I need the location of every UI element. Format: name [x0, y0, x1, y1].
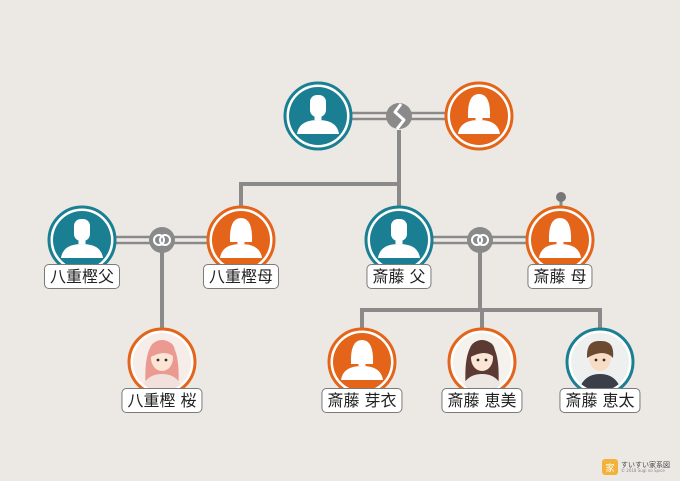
relation-symbols — [149, 103, 566, 253]
person-saito-father[interactable] — [364, 205, 434, 275]
watermark-logo: 家 — [602, 459, 618, 475]
portrait-illustration — [133, 333, 191, 391]
person-yaegashi-father[interactable] — [47, 205, 117, 275]
name-label-yaegashi-father: 八重樫父 — [43, 264, 121, 289]
name-label-saito-keita: 斎藤 恵太 — [559, 388, 641, 413]
divorced-icon — [386, 103, 412, 130]
person-saito-keita[interactable] — [565, 327, 635, 397]
name-label-yaegashi-sakura: 八重樫 桜 — [121, 388, 203, 413]
watermark: 家 すいすい家系図 © 2018 Sugi no Spice — [602, 459, 670, 475]
person-silhouette-icon — [458, 94, 500, 134]
person-nodes — [47, 81, 635, 397]
person-saito-mei[interactable] — [327, 327, 397, 397]
person-silhouette-icon — [341, 340, 383, 380]
person-silhouette-icon — [297, 95, 339, 134]
watermark-copyright: © 2018 Sugi no Spice — [621, 467, 665, 473]
name-label-saito-father: 斎藤 父 — [366, 264, 432, 289]
name-label-saito-emi: 斎藤 恵美 — [441, 388, 523, 413]
name-label-yaegashi-mother: 八重樫母 — [202, 264, 280, 289]
married-icon-yaegashi — [149, 227, 175, 253]
person-silhouette-icon — [378, 219, 420, 258]
person-silhouette-icon — [61, 219, 103, 258]
married-icon-saito — [467, 227, 493, 253]
marker-dot — [556, 192, 566, 202]
descent-line-grandparents-yaegashi-mother — [239, 130, 401, 207]
watermark-title: すいすい家系図 — [621, 460, 670, 469]
person-saito-mother[interactable] — [525, 205, 595, 275]
person-silhouette-icon — [220, 218, 262, 258]
person-yaegashi-sakura[interactable] — [127, 327, 197, 397]
person-yaegashi-mother[interactable] — [206, 205, 276, 275]
person-grandmother[interactable] — [444, 81, 514, 151]
person-saito-emi[interactable] — [447, 327, 517, 397]
name-label-saito-mother: 斎藤 母 — [527, 264, 593, 289]
name-label-saito-mei: 斎藤 芽衣 — [321, 388, 403, 413]
person-silhouette-icon — [539, 218, 581, 258]
connector-lines — [115, 111, 602, 329]
person-grandfather[interactable] — [283, 81, 353, 151]
